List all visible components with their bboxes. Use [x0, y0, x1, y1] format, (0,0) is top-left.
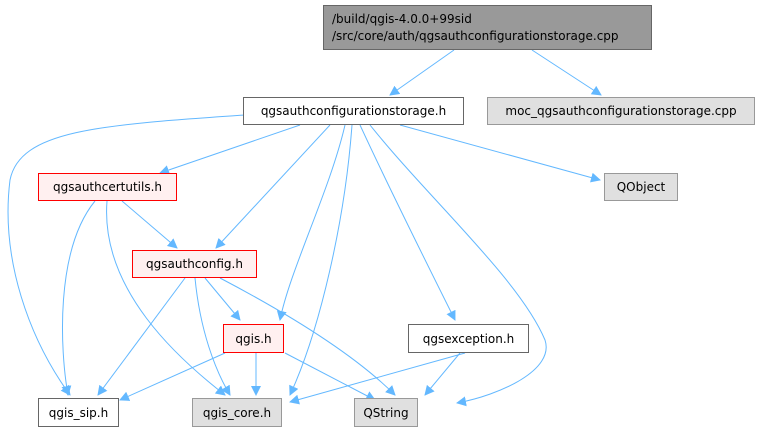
edge-storage_h-qobject — [399, 124, 601, 183]
node-certutils[interactable]: qgsauthcertutils.h — [38, 173, 177, 201]
edge-storage_h-exception — [359, 124, 456, 321]
node-exception-label: qgsexception.h — [422, 331, 515, 346]
edge-storage_h-authconfig — [215, 124, 331, 249]
node-qgis[interactable]: qgis.h — [223, 324, 284, 353]
node-root-line2: /src/core/auth/qgsauthconfigurationstora… — [332, 28, 619, 43]
edge-authconfig-qgis — [204, 277, 241, 321]
edge-exception-core — [289, 352, 466, 405]
node-exception[interactable]: qgsexception.h — [408, 324, 529, 353]
edge-storage_h-core — [289, 124, 353, 396]
node-root[interactable]: /build/qgis-4.0.0+99sid /src/core/auth/q… — [323, 5, 652, 50]
node-qobject[interactable]: QObject — [604, 173, 678, 201]
node-core-label: qgis_core.h — [202, 405, 272, 420]
edge-qgis-sip — [119, 352, 226, 401]
node-core[interactable]: qgis_core.h — [192, 398, 282, 427]
edge-storage_h-certutils — [159, 124, 301, 175]
edge-authconfig-core — [194, 277, 231, 396]
node-moc-label: moc_qgsauthconfigurationstorage.cpp — [505, 104, 737, 118]
edge-exception-qstring — [424, 352, 461, 396]
edge-certutils-sip — [61, 200, 96, 396]
node-storage-h[interactable]: qgsauthconfigurationstorage.h — [243, 97, 464, 125]
node-sip-label: qgis_sip.h — [48, 405, 109, 420]
node-qstring[interactable]: QString — [354, 398, 418, 427]
node-qgis-label: qgis.h — [235, 331, 272, 346]
edge-storage_h-sip — [7, 114, 246, 396]
edge-qgis-qstring — [284, 352, 376, 401]
edge-authconfig-sip — [97, 277, 186, 396]
edge-authconfig-qstring — [219, 277, 396, 396]
edge-certutils-authconfig — [121, 200, 178, 249]
node-authconfig[interactable]: qgsauthconfig.h — [132, 250, 257, 278]
node-sip[interactable]: qgis_sip.h — [38, 398, 119, 427]
node-qstring-label: QString — [363, 405, 409, 420]
node-certutils-label: qgsauthcertutils.h — [52, 180, 163, 194]
edge-storage_h-qgis — [276, 124, 346, 321]
edge-root-storage_h — [389, 49, 455, 96]
node-storage-h-label: qgsauthconfigurationstorage.h — [260, 104, 447, 118]
edge-certutils-core — [106, 200, 226, 396]
node-authconfig-label: qgsauthconfig.h — [146, 257, 243, 271]
node-moc[interactable]: moc_qgsauthconfigurationstorage.cpp — [487, 97, 755, 125]
node-root-line1: /build/qgis-4.0.0+99sid — [332, 11, 472, 26]
node-qobject-label: QObject — [616, 180, 666, 194]
edge-storage_h-qstring — [369, 124, 547, 407]
edge-root-moc — [531, 49, 602, 96]
